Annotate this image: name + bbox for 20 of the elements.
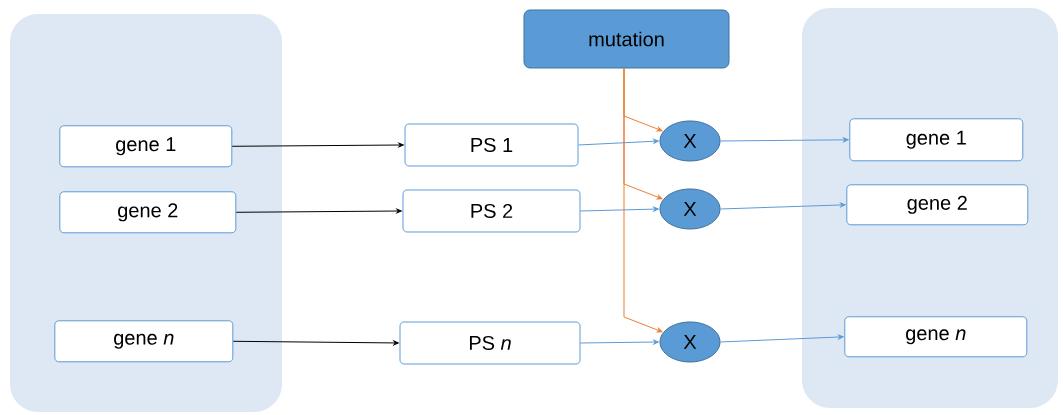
arrow (580, 206, 659, 212)
arrow (231, 142, 404, 148)
gene-box: gene 2 (846, 184, 1029, 226)
arrow (720, 202, 846, 210)
gene-box: gene 2 (59, 191, 237, 234)
process-box: PS 1 (404, 123, 579, 167)
gene-box: gene 1 (59, 125, 233, 168)
arrow (720, 137, 849, 143)
arrow (623, 68, 663, 333)
process-box: PS 2 (402, 189, 581, 233)
arrow (578, 138, 659, 146)
arrow (232, 340, 399, 346)
arrow (235, 208, 402, 214)
arrow (580, 339, 659, 345)
gene-box: gene n (844, 316, 1028, 358)
gene-box: gene n (54, 320, 234, 363)
process-box: PS n (399, 321, 581, 365)
gene-box: gene 1 (849, 118, 1024, 162)
arrow (720, 334, 844, 343)
mutation-box: mutation (523, 9, 730, 69)
